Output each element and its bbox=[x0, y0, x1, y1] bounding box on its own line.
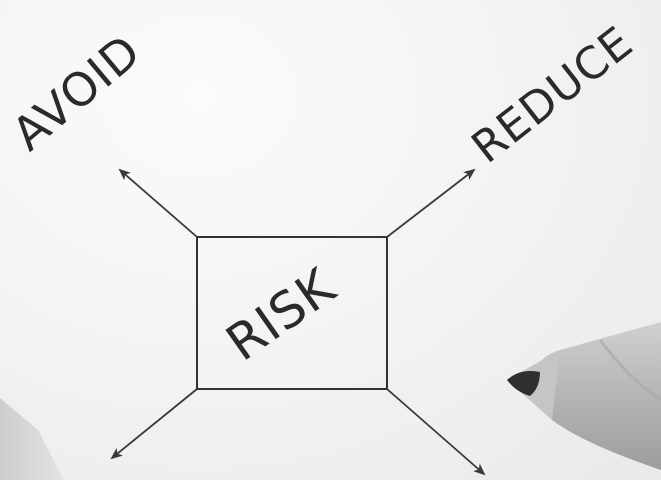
arrow-top-left bbox=[118, 168, 198, 238]
paper-shadow-shape bbox=[0, 398, 64, 480]
arrow-bottom-left bbox=[110, 388, 198, 460]
pencil bbox=[507, 322, 661, 470]
risk-box bbox=[196, 236, 388, 390]
arrow-bottom-right bbox=[386, 388, 486, 476]
arrow-top-right bbox=[386, 168, 476, 238]
